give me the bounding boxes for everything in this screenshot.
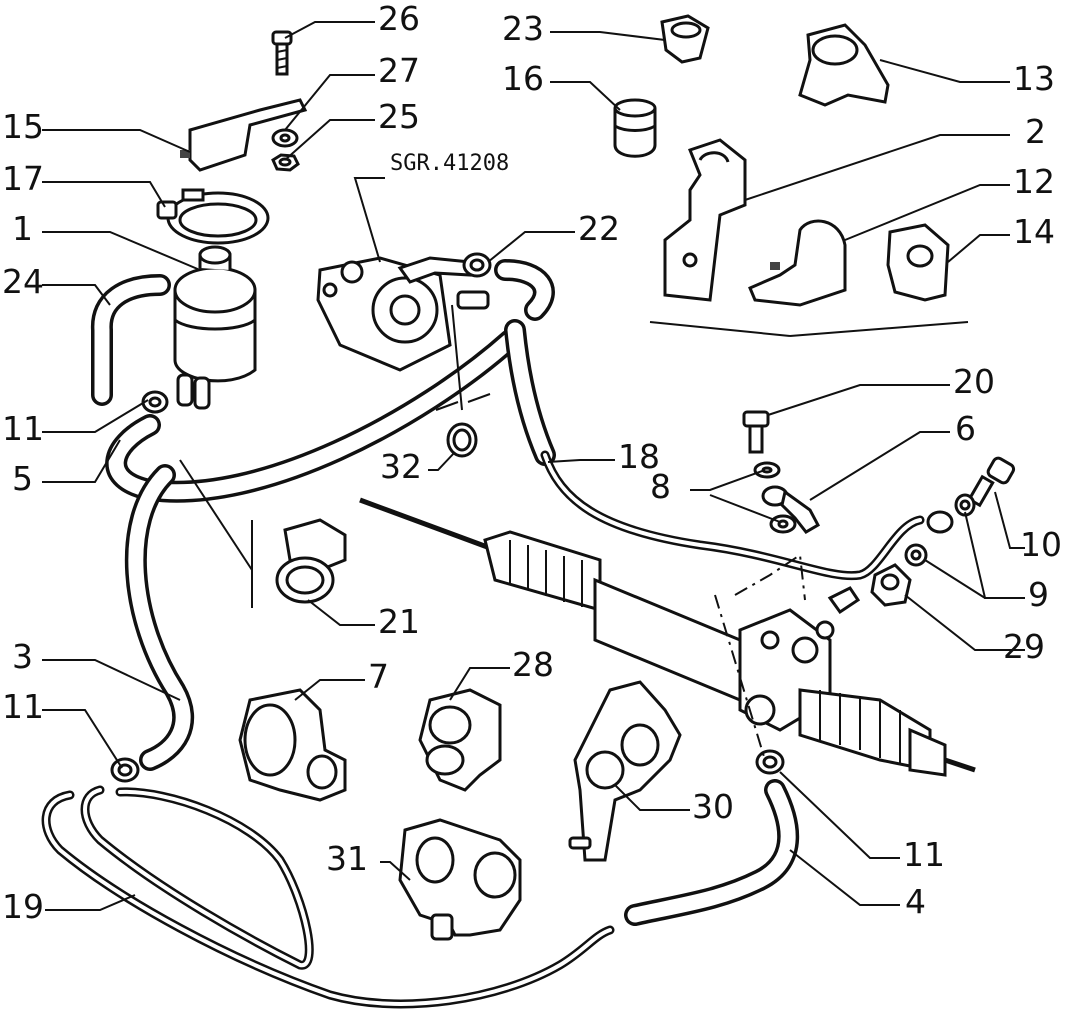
callout-29: 29 — [1003, 627, 1045, 666]
callout-2: 2 — [1025, 112, 1046, 151]
clamp-28 — [418, 688, 502, 792]
hose-clamp-11-rack — [755, 749, 785, 775]
pipe-pressure-18 — [540, 450, 925, 581]
callout-22: 22 — [578, 209, 620, 248]
banjo-bolt-20 — [742, 410, 770, 454]
bush-16 — [613, 98, 657, 158]
alignment-mark-32b — [435, 401, 459, 411]
banjo-union-6 — [761, 485, 821, 534]
group-underline — [649, 321, 791, 337]
hose-24 — [90, 274, 171, 406]
clip-12 — [748, 219, 847, 307]
nut-25 — [271, 153, 300, 172]
callout-21: 21 — [378, 602, 420, 641]
callout-12: 12 — [1013, 162, 1055, 201]
washer-27 — [271, 128, 299, 148]
callout-5: 5 — [12, 459, 33, 498]
group-underline-right — [789, 321, 969, 337]
callout-20: 20 — [953, 362, 995, 401]
alignment-mark-32 — [451, 304, 463, 411]
banjo-bolt-10 — [967, 456, 1016, 508]
steering-rack — [359, 497, 976, 777]
hose-return-5 — [105, 329, 521, 503]
callout-13: 13 — [1013, 59, 1055, 98]
hose-return-4 — [624, 779, 800, 926]
callout-24: 24 — [2, 262, 44, 301]
hose-clamp-11-reservoir — [141, 390, 169, 414]
callout-18: 18 — [618, 437, 660, 476]
alignment-mark-21a — [179, 459, 253, 571]
bush-29 — [870, 563, 912, 607]
callout-6: 6 — [955, 409, 976, 448]
callout-26: 26 — [378, 0, 420, 38]
fluid-reservoir-1 — [173, 245, 257, 410]
alignment-line-a — [734, 553, 806, 601]
callout-28: 28 — [512, 645, 554, 684]
cooling-pipe-19 — [41, 785, 615, 1009]
hose-feed-3 — [124, 464, 195, 771]
reservoir-clamp-17 — [156, 188, 270, 245]
bracket-2 — [663, 138, 747, 302]
callout-8: 8 — [650, 467, 671, 506]
callout-9: 9 — [1028, 575, 1049, 614]
clip-13 — [798, 23, 890, 107]
hose-pressure-18 — [494, 259, 556, 466]
callout-10: 10 — [1020, 525, 1062, 564]
callout-30: 30 — [692, 787, 734, 826]
callout-3: 3 — [12, 637, 33, 676]
callout-7: 7 — [368, 657, 389, 696]
callout-25: 25 — [378, 97, 420, 136]
hose-clamp-21 — [275, 518, 347, 604]
alignment-mark-32c — [467, 393, 491, 403]
hose-clamp-22 — [462, 252, 492, 278]
nut-insert-23 — [660, 14, 710, 64]
callout-11-top: 11 — [2, 409, 44, 448]
callout-4: 4 — [905, 882, 926, 921]
power-steering-pump — [316, 256, 490, 372]
callout-17: 17 — [2, 159, 44, 198]
bracket-15 — [180, 98, 308, 172]
bracket-30 — [568, 680, 682, 862]
reference-code: SGR.41208 — [390, 151, 509, 176]
callout-15: 15 — [2, 107, 44, 146]
callout-16: 16 — [502, 59, 544, 98]
leader-lines — [42, 21, 1025, 911]
callout-32: 32 — [380, 447, 422, 486]
callout-31: 31 — [326, 839, 368, 878]
callout-11-right: 11 — [903, 835, 945, 874]
clamp-7 — [238, 688, 347, 802]
clip-14 — [886, 223, 950, 302]
hose-clamp-11-lower — [110, 757, 140, 783]
banjo-union-pipe-end — [926, 510, 954, 534]
bracket-31 — [398, 818, 522, 941]
copper-washers-9 — [904, 493, 976, 567]
callout-23: 23 — [502, 9, 544, 48]
callout-27: 27 — [378, 51, 420, 90]
callout-1: 1 — [12, 209, 33, 248]
bolt-26 — [271, 30, 293, 76]
callout-14: 14 — [1013, 212, 1055, 251]
callout-19: 19 — [2, 887, 44, 926]
seal-ring-32 — [446, 422, 478, 458]
callout-11-left: 11 — [2, 687, 44, 726]
